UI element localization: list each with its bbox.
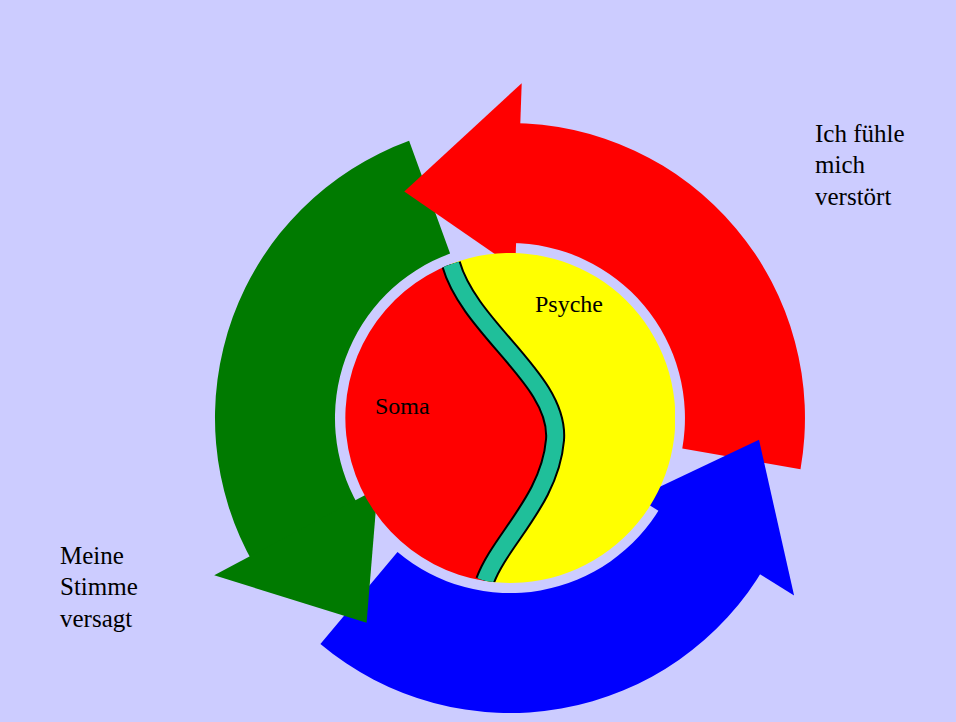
region-name: Psyche [535,290,603,319]
voice-note: Meine Stimme versagt [60,540,160,634]
region-fill [345,264,555,581]
arrow-head [214,488,377,622]
arrow-head [404,83,521,268]
feeling-note: Ich fühle mich verstört [815,118,927,212]
band-outline [451,264,555,581]
band-fill [451,264,555,581]
region-name: Soma [375,392,430,421]
